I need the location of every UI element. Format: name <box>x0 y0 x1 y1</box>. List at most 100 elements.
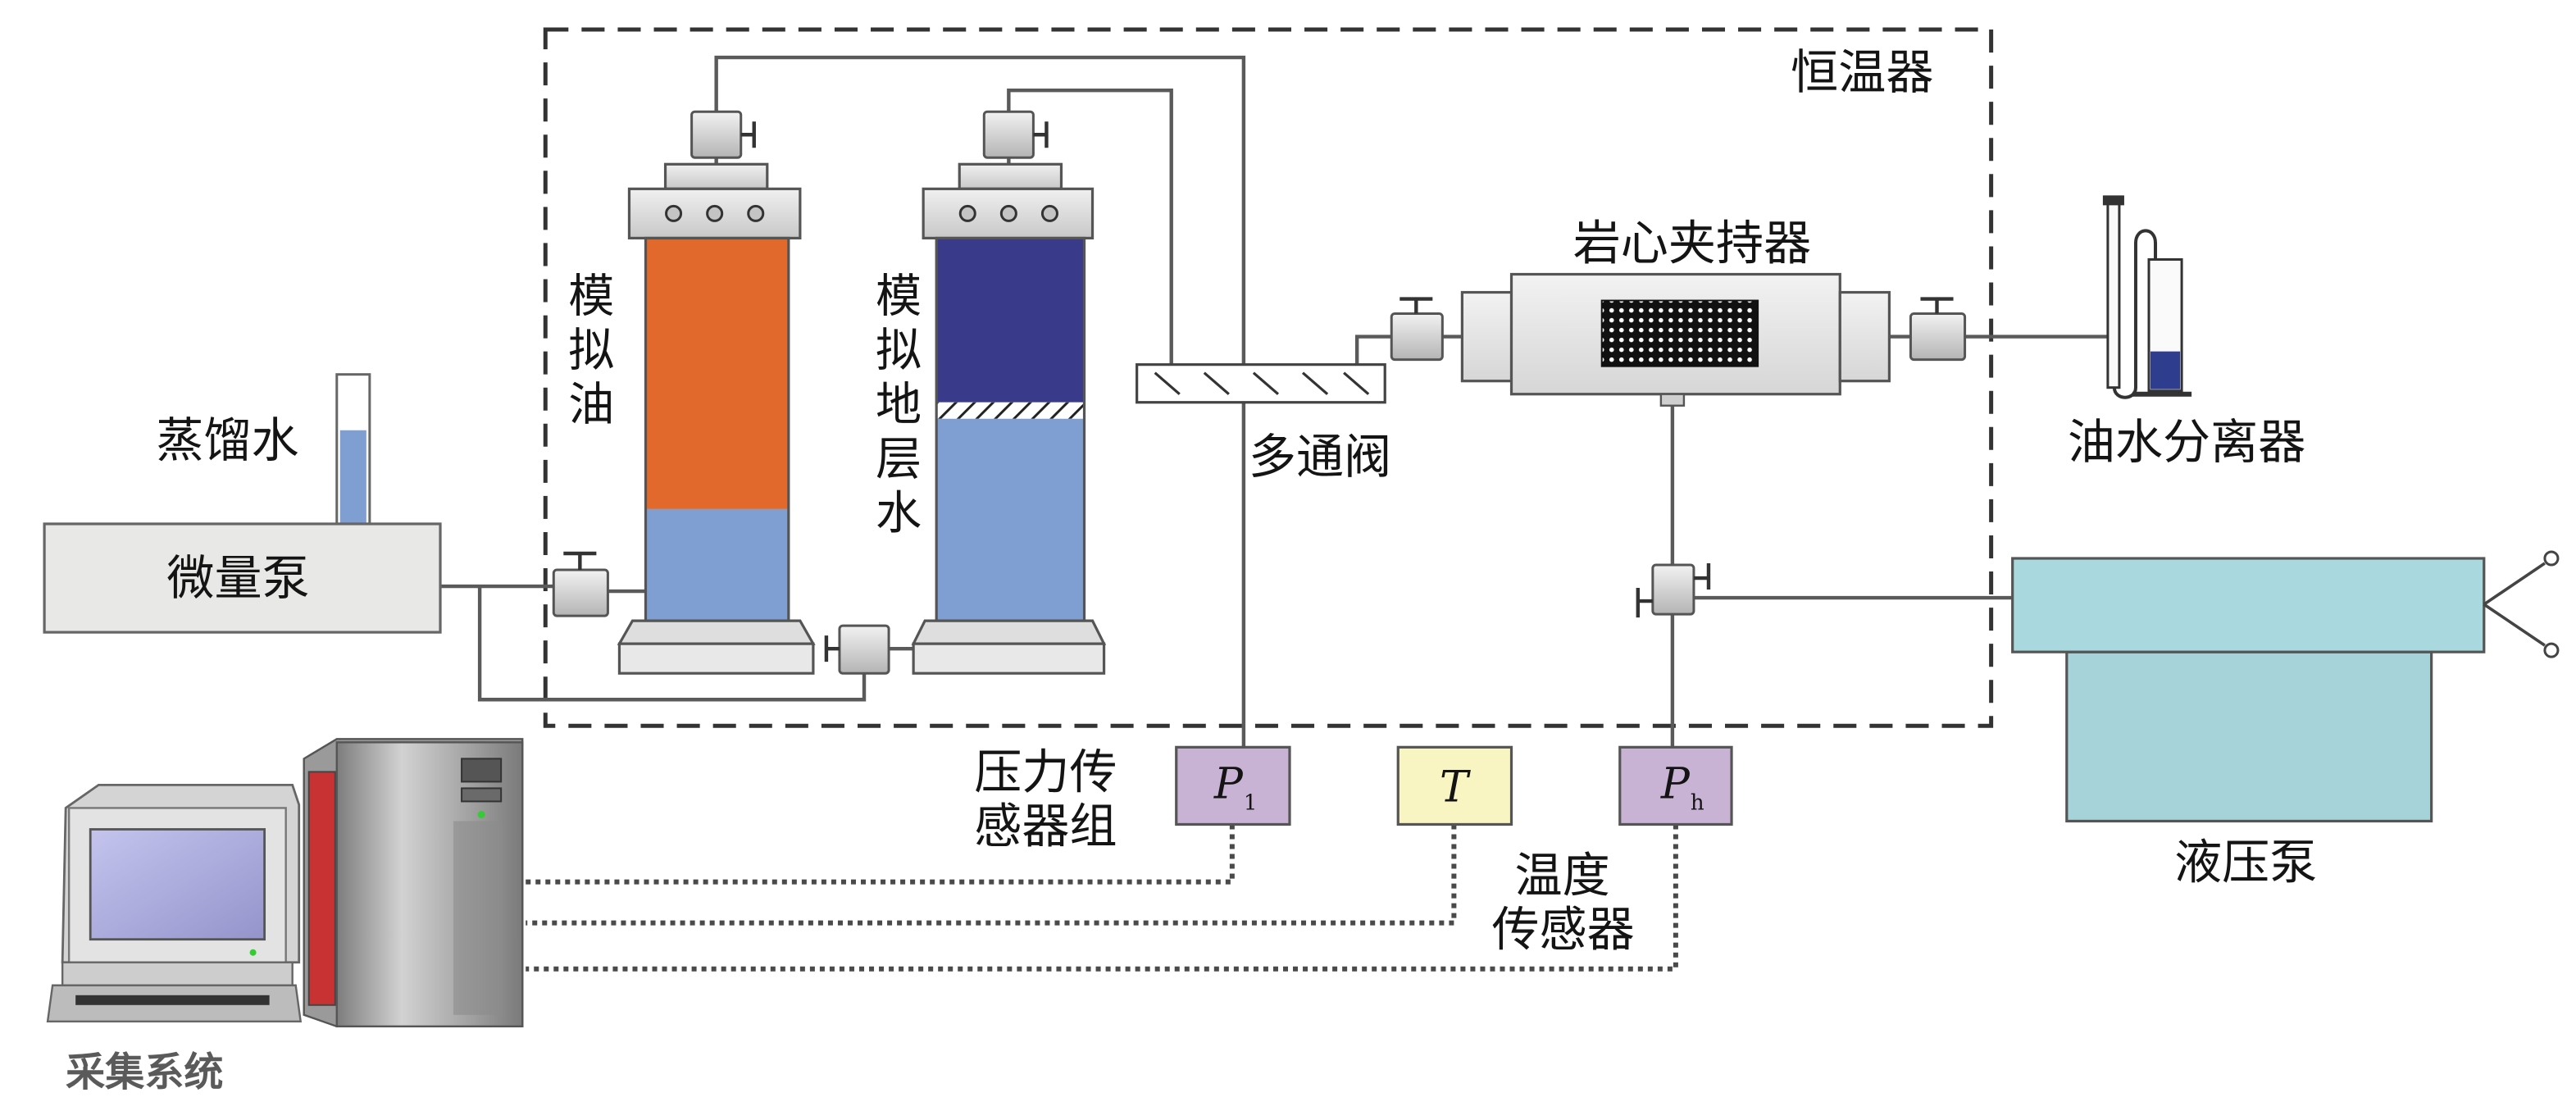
valve-handle-icon <box>563 551 597 571</box>
distilled-water-tube: 蒸馏水 <box>156 373 371 526</box>
temperature-sensor-t: T <box>1396 745 1513 826</box>
tower-power-led-icon <box>477 811 485 818</box>
sensor-symbol: P <box>1660 759 1691 808</box>
multiway-valve: 多通阀 <box>1136 363 1391 485</box>
thermostat-label: 恒温器 <box>1791 44 1933 100</box>
valve-handle-icon <box>1920 297 1954 314</box>
sensor-box <box>1175 745 1291 826</box>
hydraulic-pump-top <box>2011 557 2486 653</box>
separator-liquid <box>2150 351 2181 389</box>
oil-water-separator-label: 油水分离器 <box>2068 414 2305 470</box>
core-holder-bottom-port <box>1659 393 1686 407</box>
pipe-oil-cylinder-top <box>714 55 1246 365</box>
acquisition-system-label: 采集系统 <box>66 1049 223 1095</box>
valve-body <box>1909 312 1967 362</box>
cap-bolt <box>1040 204 1058 222</box>
signal-line-t <box>526 824 1457 926</box>
valve-handle-icon <box>1636 563 1711 618</box>
separator-tube-cap <box>2102 195 2124 206</box>
keyboard-slot <box>75 995 270 1005</box>
sensor-symbol: P <box>1213 759 1244 808</box>
signal-lines <box>526 824 1678 972</box>
micro-pump-label: 微量泵 <box>166 550 309 606</box>
hydraulic-pump-label: 液压泵 <box>2174 835 2317 890</box>
cap-bolt <box>665 204 683 222</box>
valve-core-outlet <box>1909 297 1967 362</box>
acquisition-computer: 采集系统 <box>46 738 524 1095</box>
valve-body <box>982 110 1035 159</box>
pipe-pump-bypass <box>477 586 867 702</box>
formation-water-dark-fill <box>936 238 1085 403</box>
rock-core <box>1600 299 1759 367</box>
valve-body <box>552 568 609 617</box>
pipe-water-cylinder-top <box>1007 88 1173 365</box>
simulated-oil-label: 模拟油 <box>568 271 614 432</box>
hydraulic-pump-power-leads <box>2483 562 2546 647</box>
thermostat-enclosure: 恒温器 <box>543 27 1994 728</box>
cylinder-base-top <box>911 619 1107 645</box>
sensor-subscript: 1 <box>1244 790 1258 815</box>
micro-pump-body <box>43 522 442 634</box>
valve-body <box>1390 312 1444 362</box>
piston-hatch <box>936 402 1085 419</box>
pipe-multiway-to-core-valve <box>1354 335 1392 365</box>
valve-core-inlet <box>1390 297 1444 362</box>
valve-oil-top <box>690 110 756 159</box>
power-terminal-icon <box>2543 642 2560 658</box>
pressure-sensor-ph: P h <box>1618 745 1733 826</box>
valve-handle-icon <box>824 635 840 662</box>
cylinder-base <box>617 642 815 675</box>
monitor-stand <box>61 961 294 986</box>
simulated-formation-water-cylinder: 模拟地层水 <box>876 162 1107 675</box>
separator-u-tube <box>2112 229 2158 399</box>
water-fill <box>645 508 789 621</box>
simulated-formation-water-label: 模拟地层水 <box>876 271 922 540</box>
cylinder-base <box>912 642 1106 675</box>
pressure-sensor-group-label-line1: 压力传 <box>974 744 1117 799</box>
cylinder-top-platform <box>958 162 1063 190</box>
temperature-sensor-label-line2: 传感器 <box>1491 902 1634 958</box>
multiway-valve-body <box>1136 363 1386 404</box>
micro-pump: 微量泵 <box>43 522 442 634</box>
valve-water-top <box>982 110 1049 159</box>
hydraulic-pump-base <box>2065 650 2433 823</box>
signal-line-p1 <box>526 824 1235 885</box>
signal-line-ph <box>526 824 1678 972</box>
oil-fill <box>645 238 789 509</box>
cylinder-base-top <box>617 619 816 645</box>
valve-core-bottom <box>1636 563 1711 618</box>
water-fill <box>936 418 1085 621</box>
oil-water-separator: 油水分离器 <box>2068 195 2305 470</box>
core-holder-left-cap <box>1460 290 1513 383</box>
sensor-subscript: h <box>1691 790 1704 815</box>
valve-handle-icon <box>740 121 756 148</box>
separator-thin-tube <box>2106 198 2121 389</box>
cap-bolt <box>958 204 976 222</box>
core-holder: 岩心夹持器 <box>1460 215 1891 407</box>
thermostat-dashed-border <box>543 27 1994 728</box>
pressure-sensor-group-label-line2: 感器组 <box>974 799 1117 854</box>
pressure-sensor-p1: P 1 <box>1175 745 1291 826</box>
cylinder-top-platform <box>663 162 769 190</box>
sensor-box <box>1618 745 1733 826</box>
multiway-valve-slashes <box>1154 371 1370 395</box>
valve-water-bottom <box>824 624 890 675</box>
tower-front-strip <box>453 821 503 1015</box>
sensor-box <box>1396 745 1513 826</box>
power-terminal-icon <box>2543 550 2560 567</box>
pipes <box>440 55 2116 748</box>
valve-handle-icon <box>1033 121 1049 148</box>
monitor-screen <box>89 828 266 941</box>
temperature-sensor-label-line1: 温度 <box>1515 848 1610 904</box>
simulated-oil-cylinder: 模拟油 <box>568 162 816 675</box>
valve-body <box>690 110 743 159</box>
multiway-valve-label: 多通阀 <box>1249 429 1391 485</box>
sensor-symbol: T <box>1440 763 1471 812</box>
tower-drive-bay <box>461 758 503 783</box>
core-holder-right-cap <box>1838 290 1891 383</box>
valve-handle-icon <box>1400 297 1433 314</box>
tube-water <box>339 430 366 524</box>
hydraulic-pump: 液压泵 <box>2011 550 2560 890</box>
monitor-power-led-icon <box>249 949 257 956</box>
valve-pump-outlet <box>552 551 609 617</box>
